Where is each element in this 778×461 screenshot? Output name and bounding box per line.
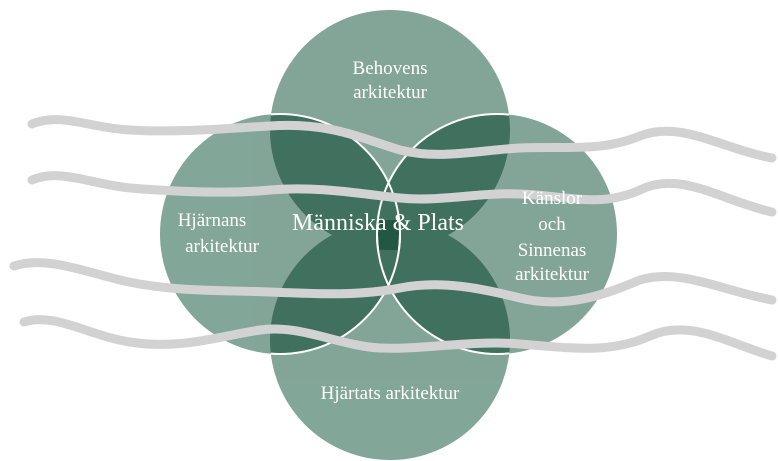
center-label: Människa & Plats: [292, 210, 464, 236]
label-left-line2: arkitektur: [185, 236, 260, 257]
label-top-line2: arkitektur: [353, 82, 428, 103]
label-left-line1: Hjärnans: [178, 210, 247, 231]
label-right-line2: och: [538, 214, 566, 235]
label-top-line1: Behovens: [353, 58, 428, 79]
label-right-line4: arkitektur: [515, 264, 590, 285]
label-bottom-line1: Hjärtats arkitektur: [321, 383, 460, 404]
label-right-line1: Känslor: [522, 188, 583, 209]
label-right-line3: Sinnenas: [518, 240, 587, 261]
